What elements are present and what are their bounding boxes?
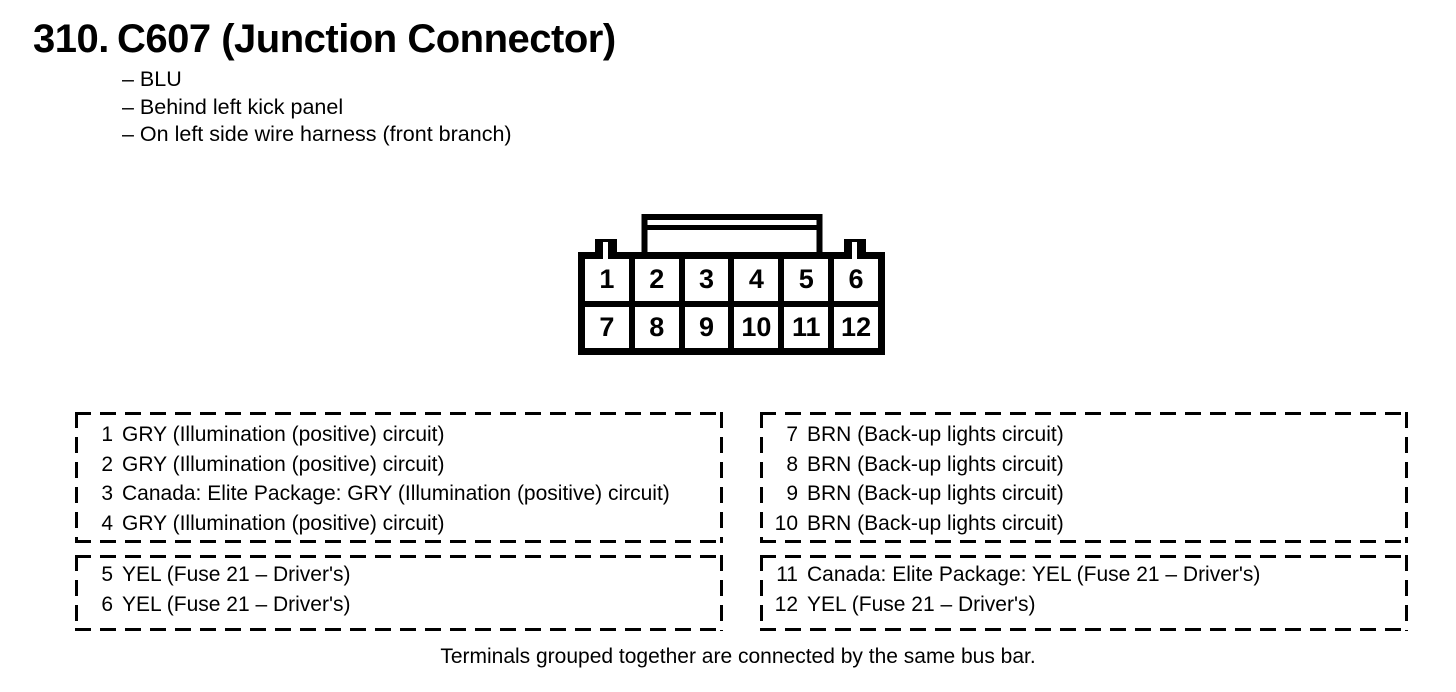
terminal-row: 12 YEL (Fuse 21 – Driver's): [766, 590, 1408, 620]
pin-number: 1: [101, 423, 113, 446]
pin-cell-3: 3: [684, 259, 729, 301]
page-title: 310. C607 (Junction Connector): [33, 17, 616, 61]
pin-number: 8: [786, 452, 798, 476]
pin-number: 12: [774, 592, 798, 616]
terminal-row: 9 BRN (Back-up lights circuit): [766, 479, 1408, 509]
pin-number: 3: [101, 482, 113, 505]
pin-description: BRN (Back-up lights circuit): [807, 511, 1064, 535]
bus-bar-caption: Terminals grouped together are connected…: [440, 645, 1036, 668]
connector-pin-grid: 1 2 3 4 5 6 7 8 9 10 11 12: [578, 252, 885, 355]
terminal-row: 11 Canada: Elite Package: YEL (Fuse 21 –…: [766, 560, 1408, 590]
note-harness: – On left side wire harness (front branc…: [122, 122, 512, 146]
pin-cell-10: 10: [734, 306, 779, 348]
terminal-group-box-4: 11 Canada: Elite Package: YEL (Fuse 21 –…: [760, 555, 1408, 631]
connector-notch-right: [844, 239, 866, 259]
pin-cell-7: 7: [585, 306, 629, 348]
terminal-row: 2 GRY (Illumination (positive) circuit): [81, 450, 723, 480]
pin-number: 5: [101, 563, 113, 586]
terminal-row: 10 BRN (Back-up lights circuit): [766, 509, 1408, 539]
pin-description: BRN (Back-up lights circuit): [807, 452, 1064, 476]
pin-description: Canada: Elite Package: GRY (Illumination…: [122, 482, 670, 505]
pin-description: GRY (Illumination (positive) circuit): [122, 423, 445, 446]
pin-number: 10: [774, 511, 798, 535]
pin-number: 6: [101, 592, 113, 616]
connector-title: C607 (Junction Connector): [117, 17, 616, 61]
pin-cell-12: 12: [834, 306, 878, 348]
pin-cell-9: 9: [684, 306, 729, 348]
pin-description: BRN (Back-up lights circuit): [807, 423, 1064, 446]
pin-cell-6: 6: [834, 259, 878, 301]
connector-diagram: 1 2 3 4 5 6 7 8 9 10 11 12: [578, 214, 885, 355]
pin-number: 11: [776, 563, 798, 586]
connector-notes: – BLU – Behind left kick panel – On left…: [122, 66, 512, 149]
section-number: 310.: [33, 17, 109, 61]
pin-cell-1: 1: [585, 259, 629, 301]
pin-cell-11: 11: [784, 306, 829, 348]
terminal-group-box-3: 7 BRN (Back-up lights circuit) 8 BRN (Ba…: [760, 412, 1408, 543]
lock-tab-bar: [647, 225, 816, 230]
terminal-row: 8 BRN (Back-up lights circuit): [766, 450, 1408, 480]
pin-description: GRY (Illumination (positive) circuit): [122, 511, 445, 535]
terminal-group-box-1: 1 GRY (Illumination (positive) circuit) …: [75, 412, 723, 543]
terminal-group-box-2: 5 YEL (Fuse 21 – Driver's) 6 YEL (Fuse 2…: [75, 555, 723, 631]
pin-number: 2: [101, 452, 113, 476]
pin-description: GRY (Illumination (positive) circuit): [122, 452, 445, 476]
pin-cell-5: 5: [784, 259, 829, 301]
pin-cell-4: 4: [734, 259, 779, 301]
pin-description: YEL (Fuse 21 – Driver's): [122, 563, 351, 586]
terminal-row: 5 YEL (Fuse 21 – Driver's): [81, 560, 723, 590]
pin-number: 4: [101, 511, 113, 535]
terminal-row: 1 GRY (Illumination (positive) circuit): [81, 420, 723, 450]
terminal-row: 6 YEL (Fuse 21 – Driver's): [81, 590, 723, 620]
pin-number: 9: [786, 482, 798, 505]
note-location: – Behind left kick panel: [122, 94, 344, 119]
terminal-row: 4 GRY (Illumination (positive) circuit): [81, 509, 723, 539]
terminal-row: 7 BRN (Back-up lights circuit): [766, 420, 1408, 450]
pin-description: BRN (Back-up lights circuit): [807, 482, 1064, 505]
terminal-row: 3 Canada: Elite Package: GRY (Illuminati…: [81, 479, 723, 509]
pin-number: 7: [786, 423, 798, 446]
connector-lock-tab: [641, 214, 822, 252]
pin-description: YEL (Fuse 21 – Driver's): [122, 592, 351, 616]
pin-description: Canada: Elite Package: YEL (Fuse 21 – Dr…: [807, 563, 1261, 586]
connector-notch-left: [595, 239, 617, 259]
pin-cell-2: 2: [634, 259, 679, 301]
pin-cell-8: 8: [634, 306, 679, 348]
note-color: – BLU: [122, 67, 182, 91]
pin-description: YEL (Fuse 21 – Driver's): [807, 592, 1036, 616]
